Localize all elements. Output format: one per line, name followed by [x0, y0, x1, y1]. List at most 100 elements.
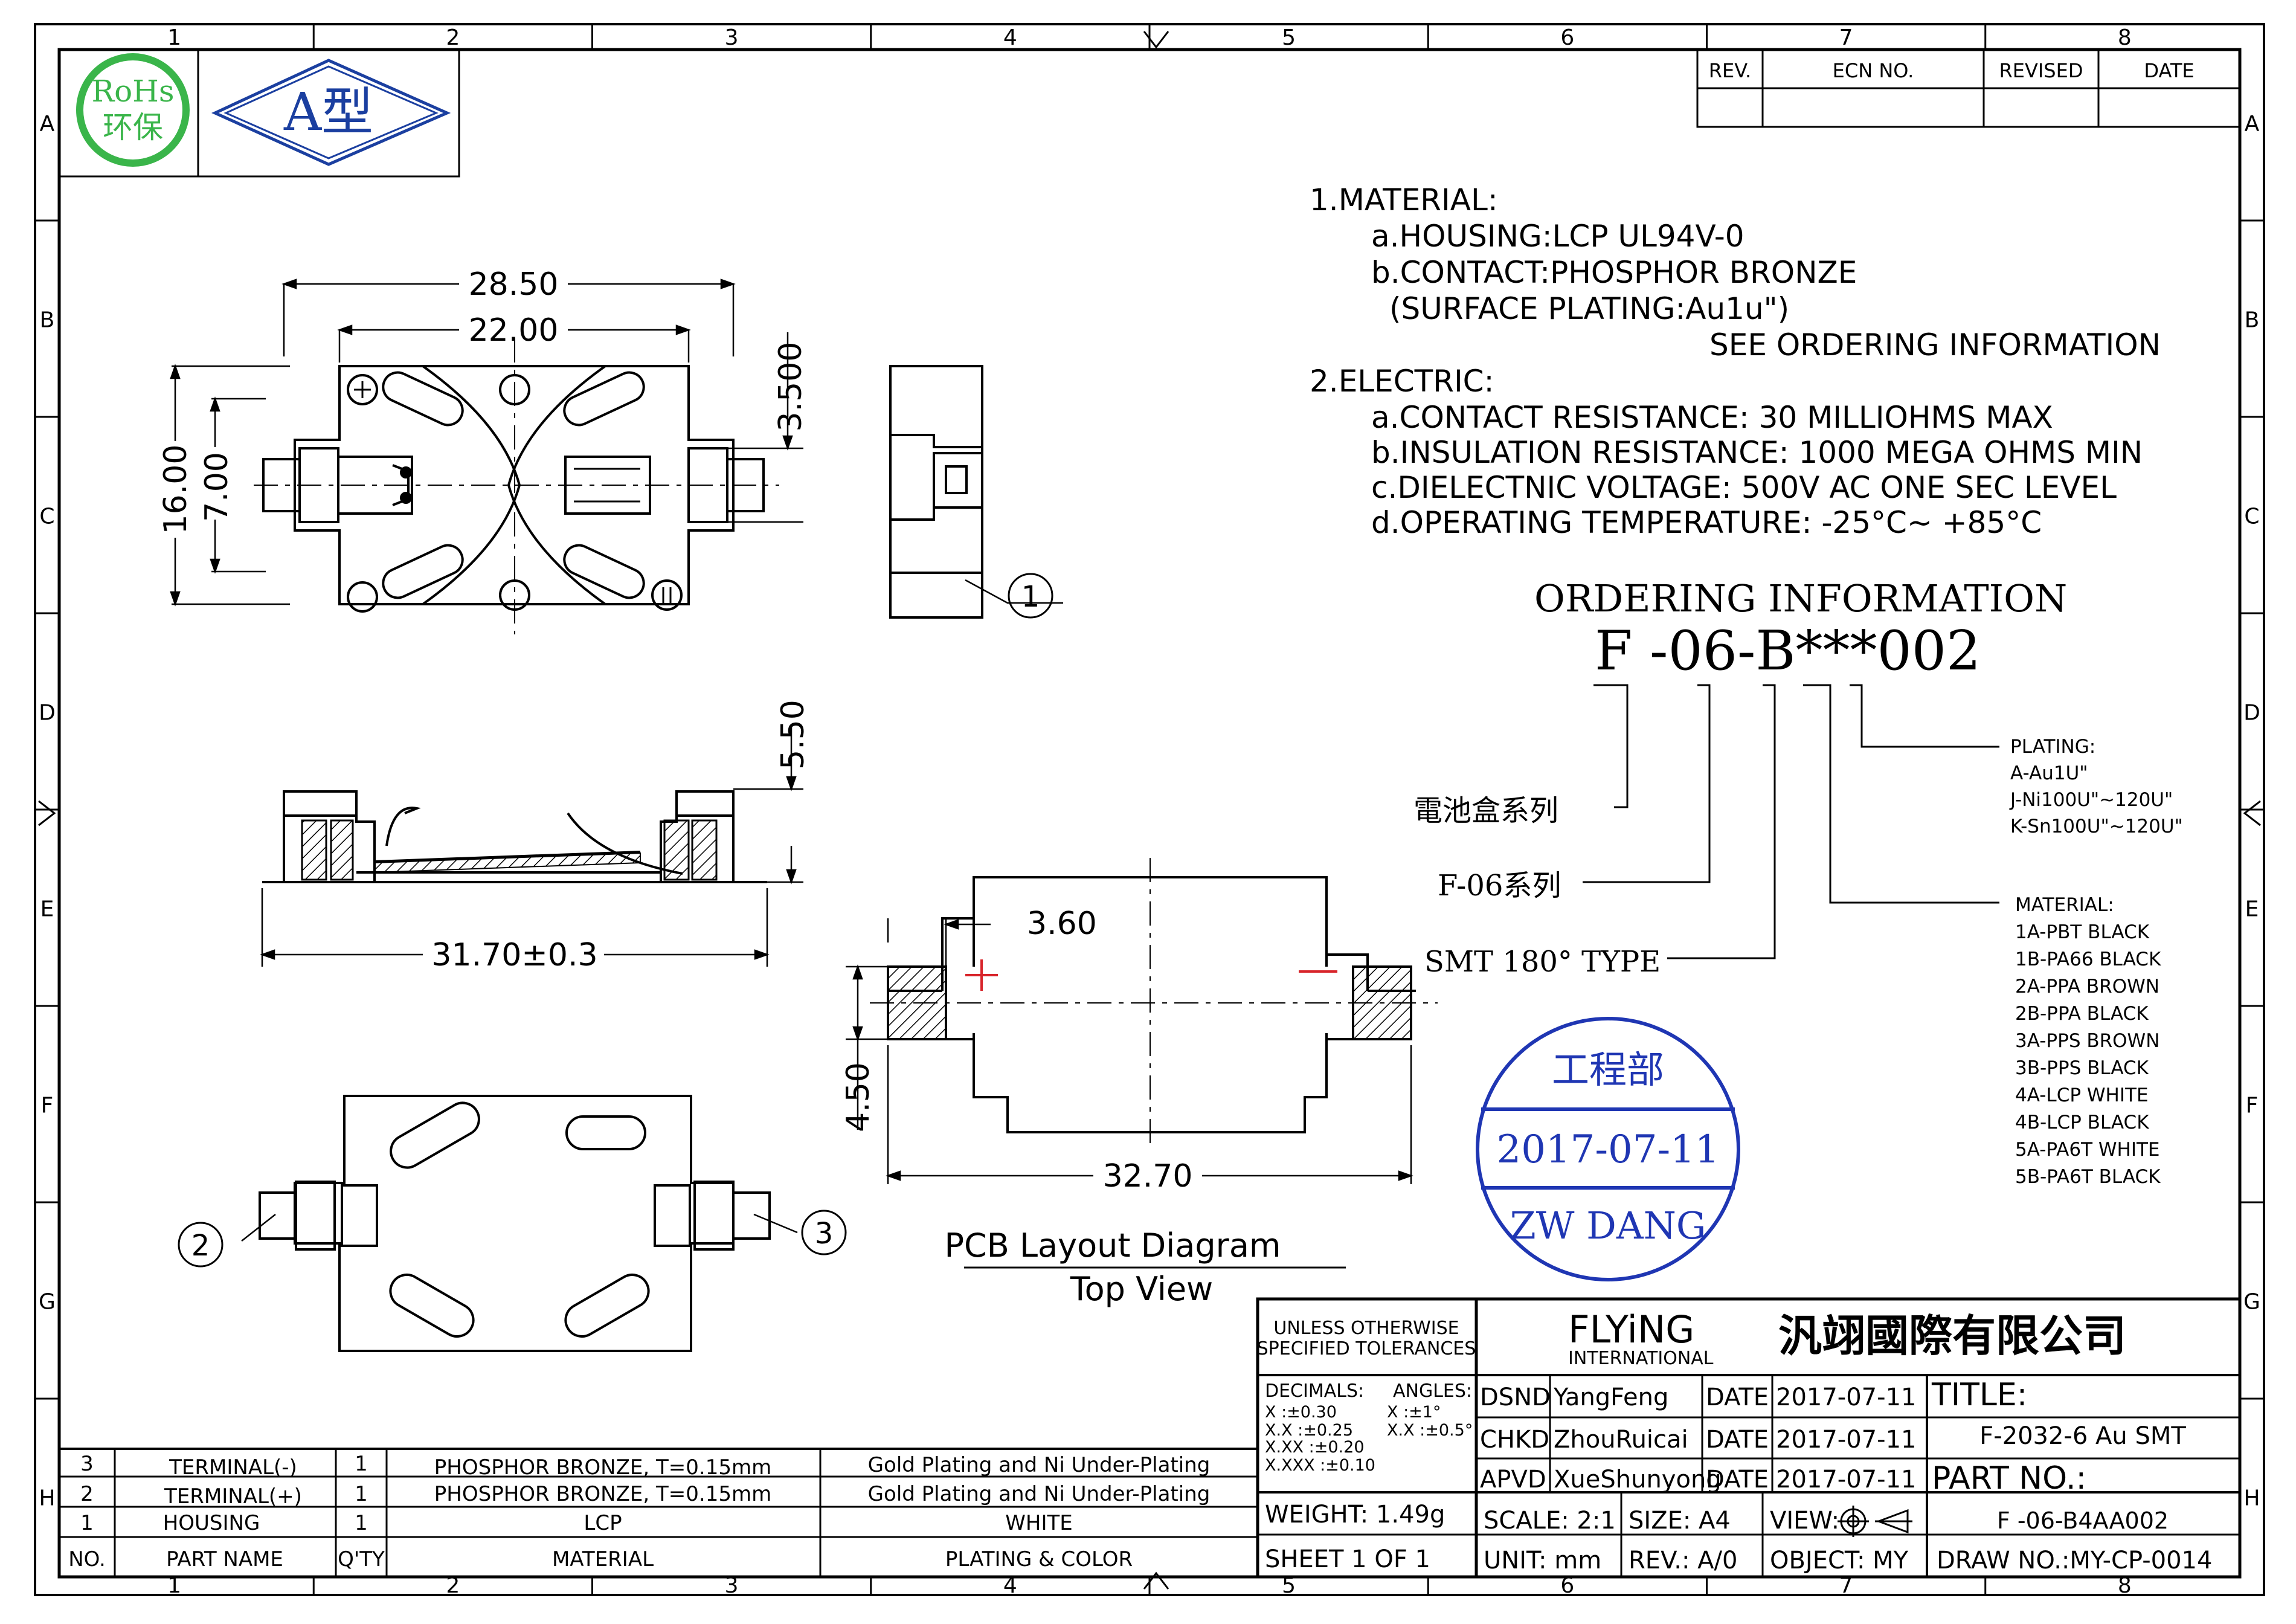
dim-31-70: 31.70±0.3 [431, 937, 597, 973]
angle-row: X :±1° [1387, 1403, 1441, 1422]
side-view [889, 365, 1063, 619]
row-mark-left: C [39, 504, 54, 529]
bom-header: MATERIAL [552, 1547, 654, 1571]
row-mark-left: D [39, 701, 56, 726]
front-view [262, 790, 767, 883]
size: SIZE: A4 [1629, 1507, 1731, 1535]
series-label: 電池盒系列 [1413, 794, 1558, 828]
top-view-dim-labels: 28.50 22.00 16.00 7.00 3.500 [158, 266, 809, 534]
pcb-dimensions [846, 918, 1413, 1184]
callout-1: 1 [1021, 580, 1040, 614]
material-item: 2A-PPA BROWN [2015, 976, 2159, 997]
dim-28-50: 28.50 [469, 266, 559, 303]
dim-4-50: 4.50 [840, 1062, 876, 1132]
bom-cell: WHITE [1005, 1511, 1072, 1535]
plating-item: A-Au1U" [2010, 762, 2088, 784]
row-mark-right: F [2246, 1094, 2259, 1118]
bom-cell: Gold Plating and Ni Under-Plating [868, 1453, 1211, 1477]
scale: SCALE: 2:1 [1484, 1507, 1616, 1535]
column-mark-top: 3 [725, 25, 739, 50]
column-mark-bottom: 8 [2118, 1573, 2132, 1598]
dsnd-label: DSND [1480, 1384, 1551, 1411]
row-mark-left: B [40, 308, 55, 333]
front-view-dim-labels: 5.50 31.70±0.3 [431, 700, 811, 973]
tolerance-row: X.XX :±0.20 [1265, 1438, 1365, 1457]
note-line: c.DIELECTNIC VOLTAGE: 500V AC ONE SEC LE… [1371, 470, 2117, 505]
bom-header: PART NAME [166, 1547, 283, 1571]
row-mark-right: C [2244, 504, 2259, 529]
pcb-caption-subtitle: Top View [1070, 1270, 1213, 1308]
date-value: 2017-07-11 [1776, 1426, 1916, 1454]
bom-cell: LCP [584, 1511, 622, 1535]
row-mark-right: B [2245, 308, 2260, 333]
date-header: DATE [2144, 59, 2194, 82]
material-item: 4A-LCP WHITE [2015, 1084, 2149, 1106]
note-line: d.OPERATING TEMPERATURE: -25°C~ +85°C [1371, 505, 2042, 540]
note-line: b.INSULATION RESISTANCE: 1000 MEGA OHMS … [1371, 435, 2143, 470]
company-name-en: FLYiNG [1568, 1307, 1694, 1352]
rohs-logo: RoHs 环保 [58, 48, 199, 178]
decimals-label: DECIMALS: [1265, 1381, 1364, 1402]
smt-label: SMT 180° TYPE [1424, 945, 1661, 979]
rohs-cn-text: 环保 [103, 110, 163, 145]
callout-2: 2 [191, 1229, 210, 1263]
row-mark-right: G [2243, 1290, 2260, 1315]
ordering-code: F -06-B***002 [1595, 619, 1981, 683]
note-line: a.HOUSING:LCP UL94V-0 [1371, 219, 1745, 254]
angle-row: X.X :±0.5° [1387, 1421, 1473, 1440]
row-mark-left: G [39, 1290, 56, 1315]
draw-no: DRAW NO.:MY-CP-0014 [1937, 1547, 2212, 1574]
apvd-label: APVD [1480, 1466, 1546, 1494]
column-mark-top: 1 [167, 25, 181, 50]
bom-cell: TERMINAL(+) [164, 1484, 302, 1509]
revised-header: REVISED [1999, 59, 2083, 82]
dsnd-name: YangFeng [1553, 1384, 1668, 1411]
tolerance-row: X :±0.30 [1265, 1403, 1337, 1422]
bom-header: NO. [68, 1547, 106, 1571]
part-no-label: PART NO.: [1932, 1460, 2086, 1497]
note-line: 2.ELECTRIC: [1310, 364, 1494, 399]
sheet: SHEET 1 OF 1 [1265, 1545, 1430, 1573]
column-mark-top: 7 [1839, 25, 1853, 50]
dim-5-50: 5.50 [775, 700, 811, 770]
bom-cell: TERMINAL(-) [169, 1455, 297, 1480]
stamp-date: 2017-07-11 [1497, 1127, 1720, 1172]
bottom-view [178, 1095, 847, 1352]
title-block-text: UNLESS OTHERWISE SPECIFIED TOLERANCES DE… [1257, 1307, 2213, 1574]
row-mark-left: H [39, 1486, 55, 1511]
date-value: 2017-07-11 [1776, 1466, 1916, 1494]
company-name-cn: 汎翊國際有限公司 [1778, 1310, 2126, 1361]
revision-table [1696, 48, 2241, 128]
view-label: VIEW: [1770, 1507, 1839, 1535]
row-mark-right: D [2243, 701, 2260, 726]
plating-item: K-Sn100U"~120U" [2010, 816, 2183, 837]
row-mark-right: E [2245, 897, 2259, 922]
note-line: 1.MATERIAL: [1310, 182, 1498, 218]
pcb-pads [887, 965, 1412, 1040]
ecn-header: ECN NO. [1833, 59, 1914, 82]
bom-cell: Gold Plating and Ni Under-Plating [868, 1482, 1211, 1506]
tolerance-row: X.XXX :±0.10 [1265, 1456, 1375, 1475]
dim-3-60: 3.60 [1027, 906, 1097, 942]
material-item: 5B-PA6T BLACK [2015, 1166, 2161, 1188]
row-mark-left: A [40, 112, 55, 137]
projection-symbol-icon [1838, 1506, 1912, 1537]
date-label: DATE [1706, 1384, 1769, 1411]
row-mark-right: A [2245, 112, 2260, 137]
type-badge-text: A型 [283, 82, 373, 143]
dim-7-00: 7.00 [199, 452, 235, 522]
centering-arrow-bottom [1143, 1571, 1169, 1590]
column-mark-top: 6 [1560, 25, 1574, 50]
tolerance-subtitle: SPECIFIED TOLERANCES [1257, 1338, 1476, 1359]
title-block-grid [1256, 1297, 2242, 1579]
type-badge: A型 [197, 48, 460, 178]
bom-cell: 1 [80, 1511, 94, 1535]
note-line: a.CONTACT RESISTANCE: 30 MILLIOHMS MAX [1371, 400, 2053, 435]
material-item: 4B-LCP BLACK [2015, 1112, 2149, 1133]
bom-header: Q'TY [338, 1547, 385, 1571]
column-mark-bottom: 1 [167, 1573, 181, 1598]
bom-cell: 2 [80, 1482, 94, 1506]
title-value: F-2032-6 Au SMT [1979, 1422, 2186, 1450]
bom-header: PLATING & COLOR [945, 1547, 1133, 1571]
